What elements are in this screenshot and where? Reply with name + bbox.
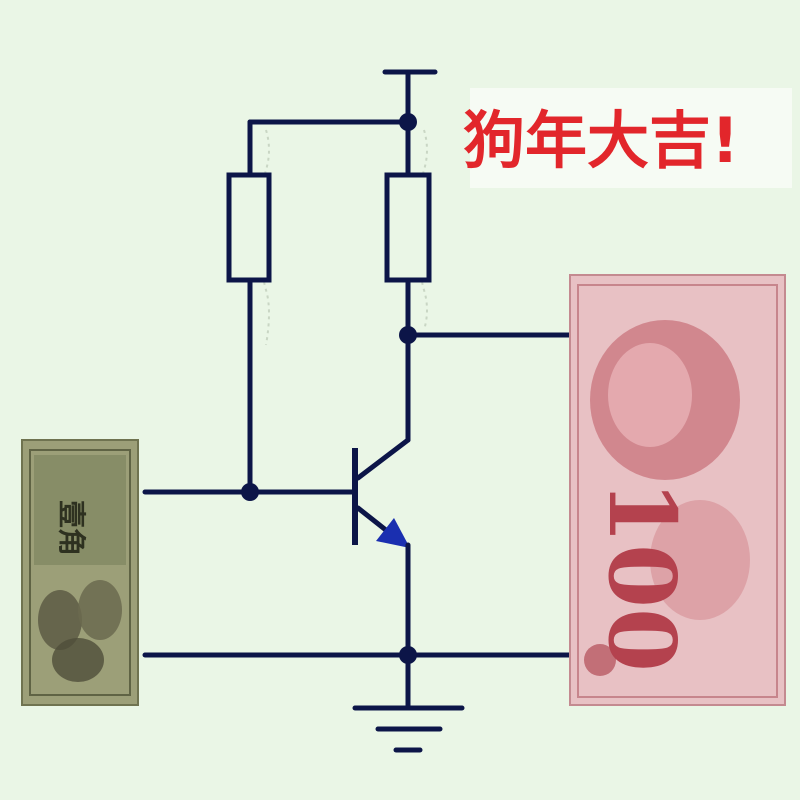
junction-dot <box>399 113 417 131</box>
transistor-collector <box>355 437 411 481</box>
title-backdrop <box>470 88 792 188</box>
banknote-output: 100 <box>569 274 786 706</box>
title-text: 狗年大吉! <box>463 104 739 177</box>
collector-resistor <box>384 172 432 283</box>
ground-icon <box>352 705 465 753</box>
banknote-input: 壹角 <box>21 439 139 706</box>
spring-decoration-left <box>262 129 270 346</box>
junction-dot <box>241 483 259 501</box>
junction-dot <box>399 326 417 344</box>
emitter-arrow-icon <box>376 518 410 548</box>
junction-dot <box>399 646 417 664</box>
banknote-input-label: 壹角 <box>55 500 88 556</box>
spring-decoration-right <box>420 129 428 331</box>
banknote-output-label: 100 <box>588 480 696 672</box>
base-resistor <box>226 172 272 283</box>
